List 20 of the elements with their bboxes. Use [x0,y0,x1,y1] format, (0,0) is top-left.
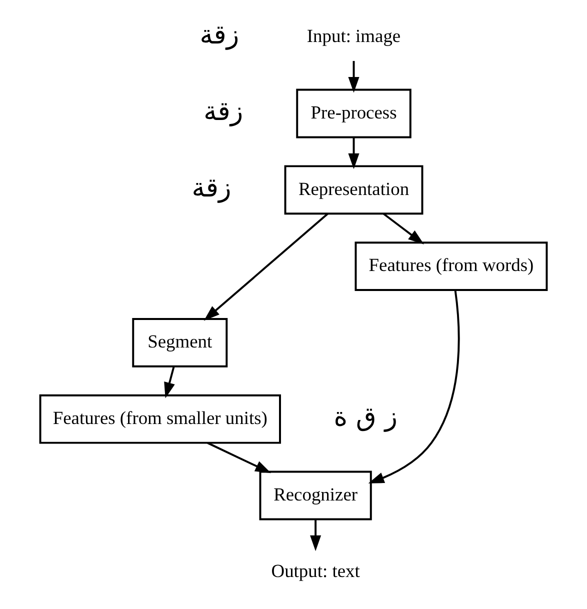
label: زقة [200,20,240,51]
node-box: Features (from words) [354,242,548,291]
label: زقة [192,173,232,204]
node-box: Segment [132,318,228,368]
node-box: Pre-process [296,88,412,138]
node-text: Output: text [271,560,360,581]
arrow [382,212,424,244]
arrow [310,519,322,552]
node-text: Input: image [306,26,401,46]
arrow [204,212,328,321]
arrow [368,290,460,484]
label: ز ق ة [334,402,398,433]
label: زقة [204,97,244,128]
arrow [348,60,360,93]
arrow [164,366,175,398]
node-box: Features (from smaller units) [39,394,281,444]
node-box: Representation [284,165,424,215]
arrow [348,137,360,170]
node-box: Recognizer [259,470,372,520]
arrow [207,442,272,474]
